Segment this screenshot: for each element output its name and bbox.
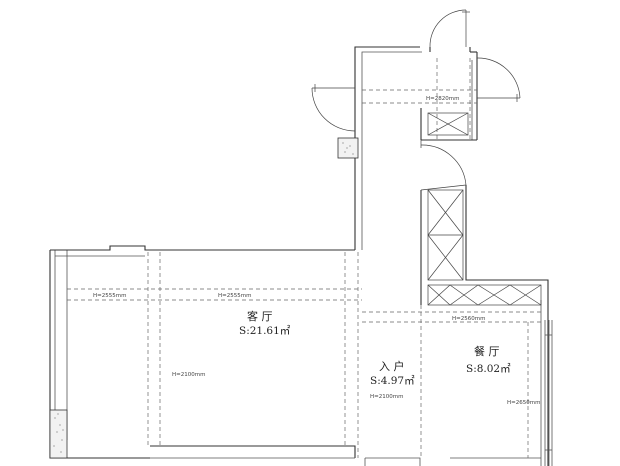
door-left-top xyxy=(311,84,356,132)
column-center xyxy=(337,137,359,159)
door-top xyxy=(429,9,470,48)
room-name-entry: 入 户 xyxy=(379,359,405,373)
height-dining-beam: H=2560mm xyxy=(452,316,485,322)
cabinet-tall xyxy=(427,189,464,281)
height-left-edge: H=2555mm xyxy=(93,293,126,299)
room-area-dining: S:8.02㎡ xyxy=(466,363,511,375)
outer-walls xyxy=(49,46,549,466)
height-dining-lower: H=2650mm xyxy=(507,400,540,406)
room-area-living: S:21.61㎡ xyxy=(239,325,291,337)
room-name-living: 客 厅 xyxy=(247,309,273,323)
cabinet-small xyxy=(427,112,469,136)
column-bottom-left xyxy=(49,409,68,459)
height-top-corridor: H=2820mm xyxy=(426,96,459,102)
door-right-top xyxy=(476,57,521,102)
beam-lines xyxy=(67,58,541,458)
cabinet-long xyxy=(427,284,542,306)
room-name-dining: 餐 厅 xyxy=(474,344,500,358)
window-right xyxy=(544,320,553,466)
room-area-entry: S:4.97㎡ xyxy=(370,375,415,387)
height-living-lower: H=2100mm xyxy=(172,372,205,378)
height-living-beam: H=2555mm xyxy=(218,293,251,299)
door-entry xyxy=(420,140,467,191)
height-entry: H=2100mm xyxy=(370,394,403,400)
